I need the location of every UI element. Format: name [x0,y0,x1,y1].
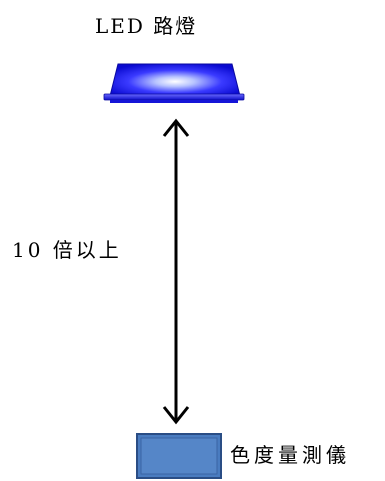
distance-label: 10 倍以上 [12,238,122,262]
distance-arrow [162,118,190,425]
led-streetlight-label: LED 路燈 [95,14,198,38]
color-meter-label: 色度量測儀 [230,443,350,467]
color-meter-icon [136,433,222,479]
led-lamp-icon [103,63,245,103]
